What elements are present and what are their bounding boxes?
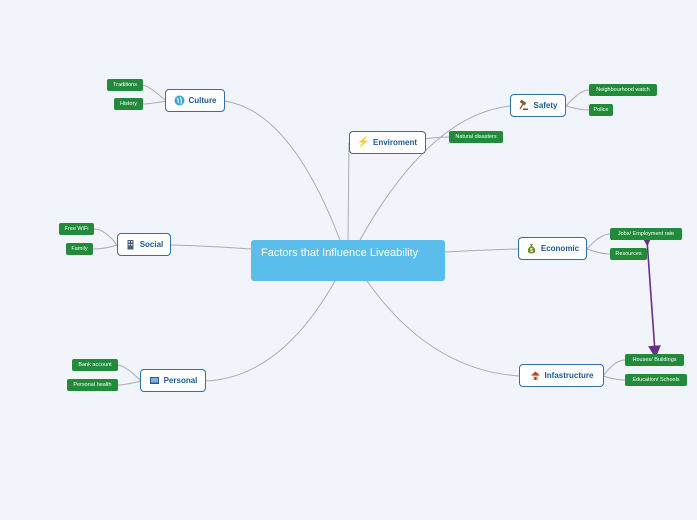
topic-environment-label: Enviroment bbox=[372, 138, 417, 147]
link-social bbox=[170, 244, 252, 250]
money-bag-icon: $ bbox=[526, 243, 537, 254]
topic-infrastructure[interactable]: Infastructure bbox=[519, 364, 604, 387]
leaf-education-schools[interactable]: Education/ Schools bbox=[625, 374, 687, 386]
svg-text:$: $ bbox=[530, 248, 533, 254]
building-icon bbox=[125, 239, 136, 250]
globe-icon bbox=[174, 95, 185, 106]
link-personal-health bbox=[116, 380, 142, 386]
topic-personal-label: Personal bbox=[163, 376, 198, 385]
link-traditions bbox=[141, 84, 167, 102]
leaf-traditions[interactable]: Traditions bbox=[107, 79, 143, 91]
link-resources bbox=[586, 248, 611, 255]
leaf-history[interactable]: History bbox=[114, 98, 143, 110]
leaf-bank-account[interactable]: Bank account bbox=[72, 359, 118, 371]
link-neighbourhood-watch bbox=[565, 89, 590, 107]
link-personal bbox=[204, 280, 336, 382]
topic-social-label: Social bbox=[139, 240, 164, 249]
leaf-free-wifi[interactable]: Free WiFi bbox=[59, 223, 94, 235]
link-family bbox=[92, 244, 118, 250]
link-infrastructure bbox=[366, 280, 520, 377]
link-history bbox=[141, 100, 167, 105]
gavel-icon bbox=[518, 100, 529, 111]
link-houses bbox=[602, 359, 626, 377]
leaf-police[interactable]: Police bbox=[589, 104, 613, 116]
link-police bbox=[565, 105, 590, 111]
leaf-neighbourhood-watch[interactable]: Neighbourhood watch bbox=[589, 84, 657, 96]
relationship-arrow bbox=[640, 233, 661, 359]
link-culture bbox=[223, 100, 341, 241]
link-environment bbox=[347, 142, 350, 241]
lightning-icon: ⚡ bbox=[357, 137, 370, 148]
link-safety bbox=[359, 105, 511, 241]
topic-infrastructure-label: Infastructure bbox=[544, 371, 594, 380]
leaf-family[interactable]: Family bbox=[66, 243, 93, 255]
link-education bbox=[602, 375, 626, 381]
link-economic bbox=[444, 248, 520, 253]
topic-culture[interactable]: Culture bbox=[165, 89, 225, 112]
link-bank-account bbox=[116, 364, 142, 382]
topic-economic-label: Economic bbox=[540, 244, 580, 253]
link-free-wifi bbox=[93, 228, 118, 246]
link-jobs bbox=[586, 233, 611, 250]
topic-safety[interactable]: Safety bbox=[510, 94, 566, 117]
topic-culture-label: Culture bbox=[188, 96, 217, 105]
book-icon bbox=[149, 375, 160, 386]
leaf-resources[interactable]: Resources bbox=[610, 248, 647, 260]
leaf-jobs-employment-rate[interactable]: Jobs/ Employment rate bbox=[610, 228, 682, 240]
leaf-natural-disasters[interactable]: Natural disasters bbox=[449, 131, 503, 143]
topic-safety-label: Safety bbox=[533, 101, 558, 110]
topic-environment[interactable]: ⚡ Enviroment bbox=[349, 131, 426, 154]
topic-economic[interactable]: $ Economic bbox=[518, 237, 587, 260]
house-icon bbox=[530, 370, 541, 381]
topic-personal[interactable]: Personal bbox=[140, 369, 206, 392]
topic-social[interactable]: Social bbox=[117, 233, 171, 256]
leaf-personal-health[interactable]: Personal health bbox=[67, 379, 118, 391]
leaf-houses-buildings[interactable]: Houses/ Buildings bbox=[625, 354, 684, 366]
central-topic[interactable]: Factors that Influence Liveability bbox=[251, 240, 445, 281]
